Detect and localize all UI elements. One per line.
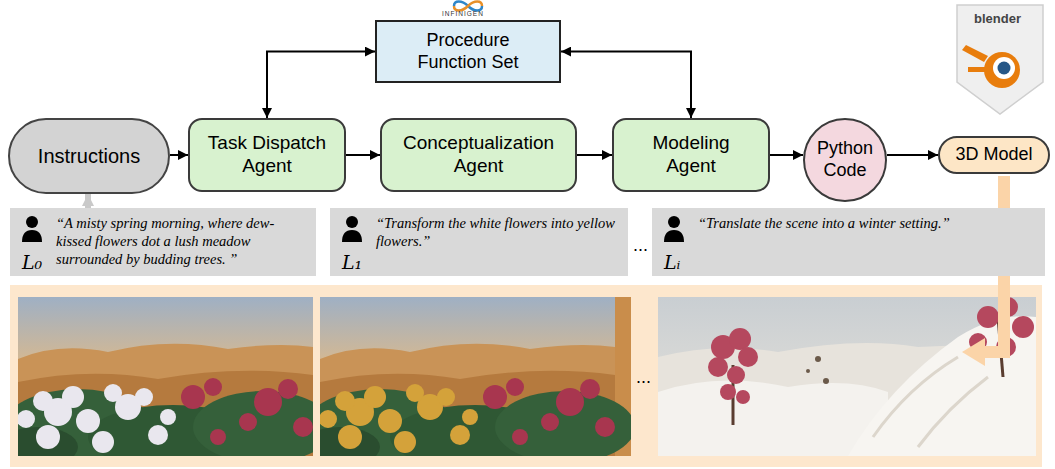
node-label: Conceptualization Agent — [392, 132, 565, 178]
flow-arrow — [577, 154, 612, 156]
agent-box: Task Dispatch Agent — [188, 118, 346, 192]
level-label: L₀ — [22, 251, 42, 274]
instruction-bubble: “Translate the scene into a winter setti… — [652, 208, 1045, 276]
flow-arrow — [267, 52, 375, 118]
instruction-bubble: “Transform the white flowers into yellow… — [330, 208, 628, 276]
flow-arrow — [770, 154, 803, 156]
instruction-text: “Translate the scene into a winter setti… — [698, 214, 1037, 232]
node-label: Procedure Function Set — [407, 30, 529, 73]
output-pill: 3D Model — [938, 136, 1050, 174]
logo-text: INFINIGEN — [442, 11, 484, 18]
node-label: Task Dispatch Agent — [200, 132, 334, 178]
node-label: Python Code — [813, 138, 877, 181]
instruction-bubble: “A misty spring morning, where dew-kisse… — [10, 208, 316, 276]
input-pill: Instructions — [8, 118, 170, 194]
node-label: 3D Model — [955, 144, 1032, 166]
instruction-text: “A misty spring morning, where dew-kisse… — [56, 214, 308, 268]
logo-text: blender — [974, 12, 1021, 25]
flow-arrow — [170, 154, 188, 156]
flow-arrow — [346, 154, 380, 156]
agent-box: Conceptualization Agent — [380, 118, 577, 192]
node-label: Instructions — [38, 144, 140, 168]
flow-arrow — [561, 52, 691, 118]
instruction-text: “Transform the white flowers into yellow… — [376, 214, 620, 250]
flow-arrow — [887, 154, 938, 156]
code-circle: Python Code — [803, 118, 887, 202]
node-label: Modeling Agent — [636, 132, 746, 178]
ellipsis: ... — [633, 236, 648, 254]
level-label: Lᵢ — [664, 251, 680, 274]
input-arrow — [85, 194, 91, 208]
function-set-box: Procedure Function Set — [375, 20, 561, 83]
agent-box: Modeling Agent — [612, 118, 770, 192]
level-label: L₁ — [342, 251, 362, 274]
ellipsis: ... — [636, 368, 651, 386]
